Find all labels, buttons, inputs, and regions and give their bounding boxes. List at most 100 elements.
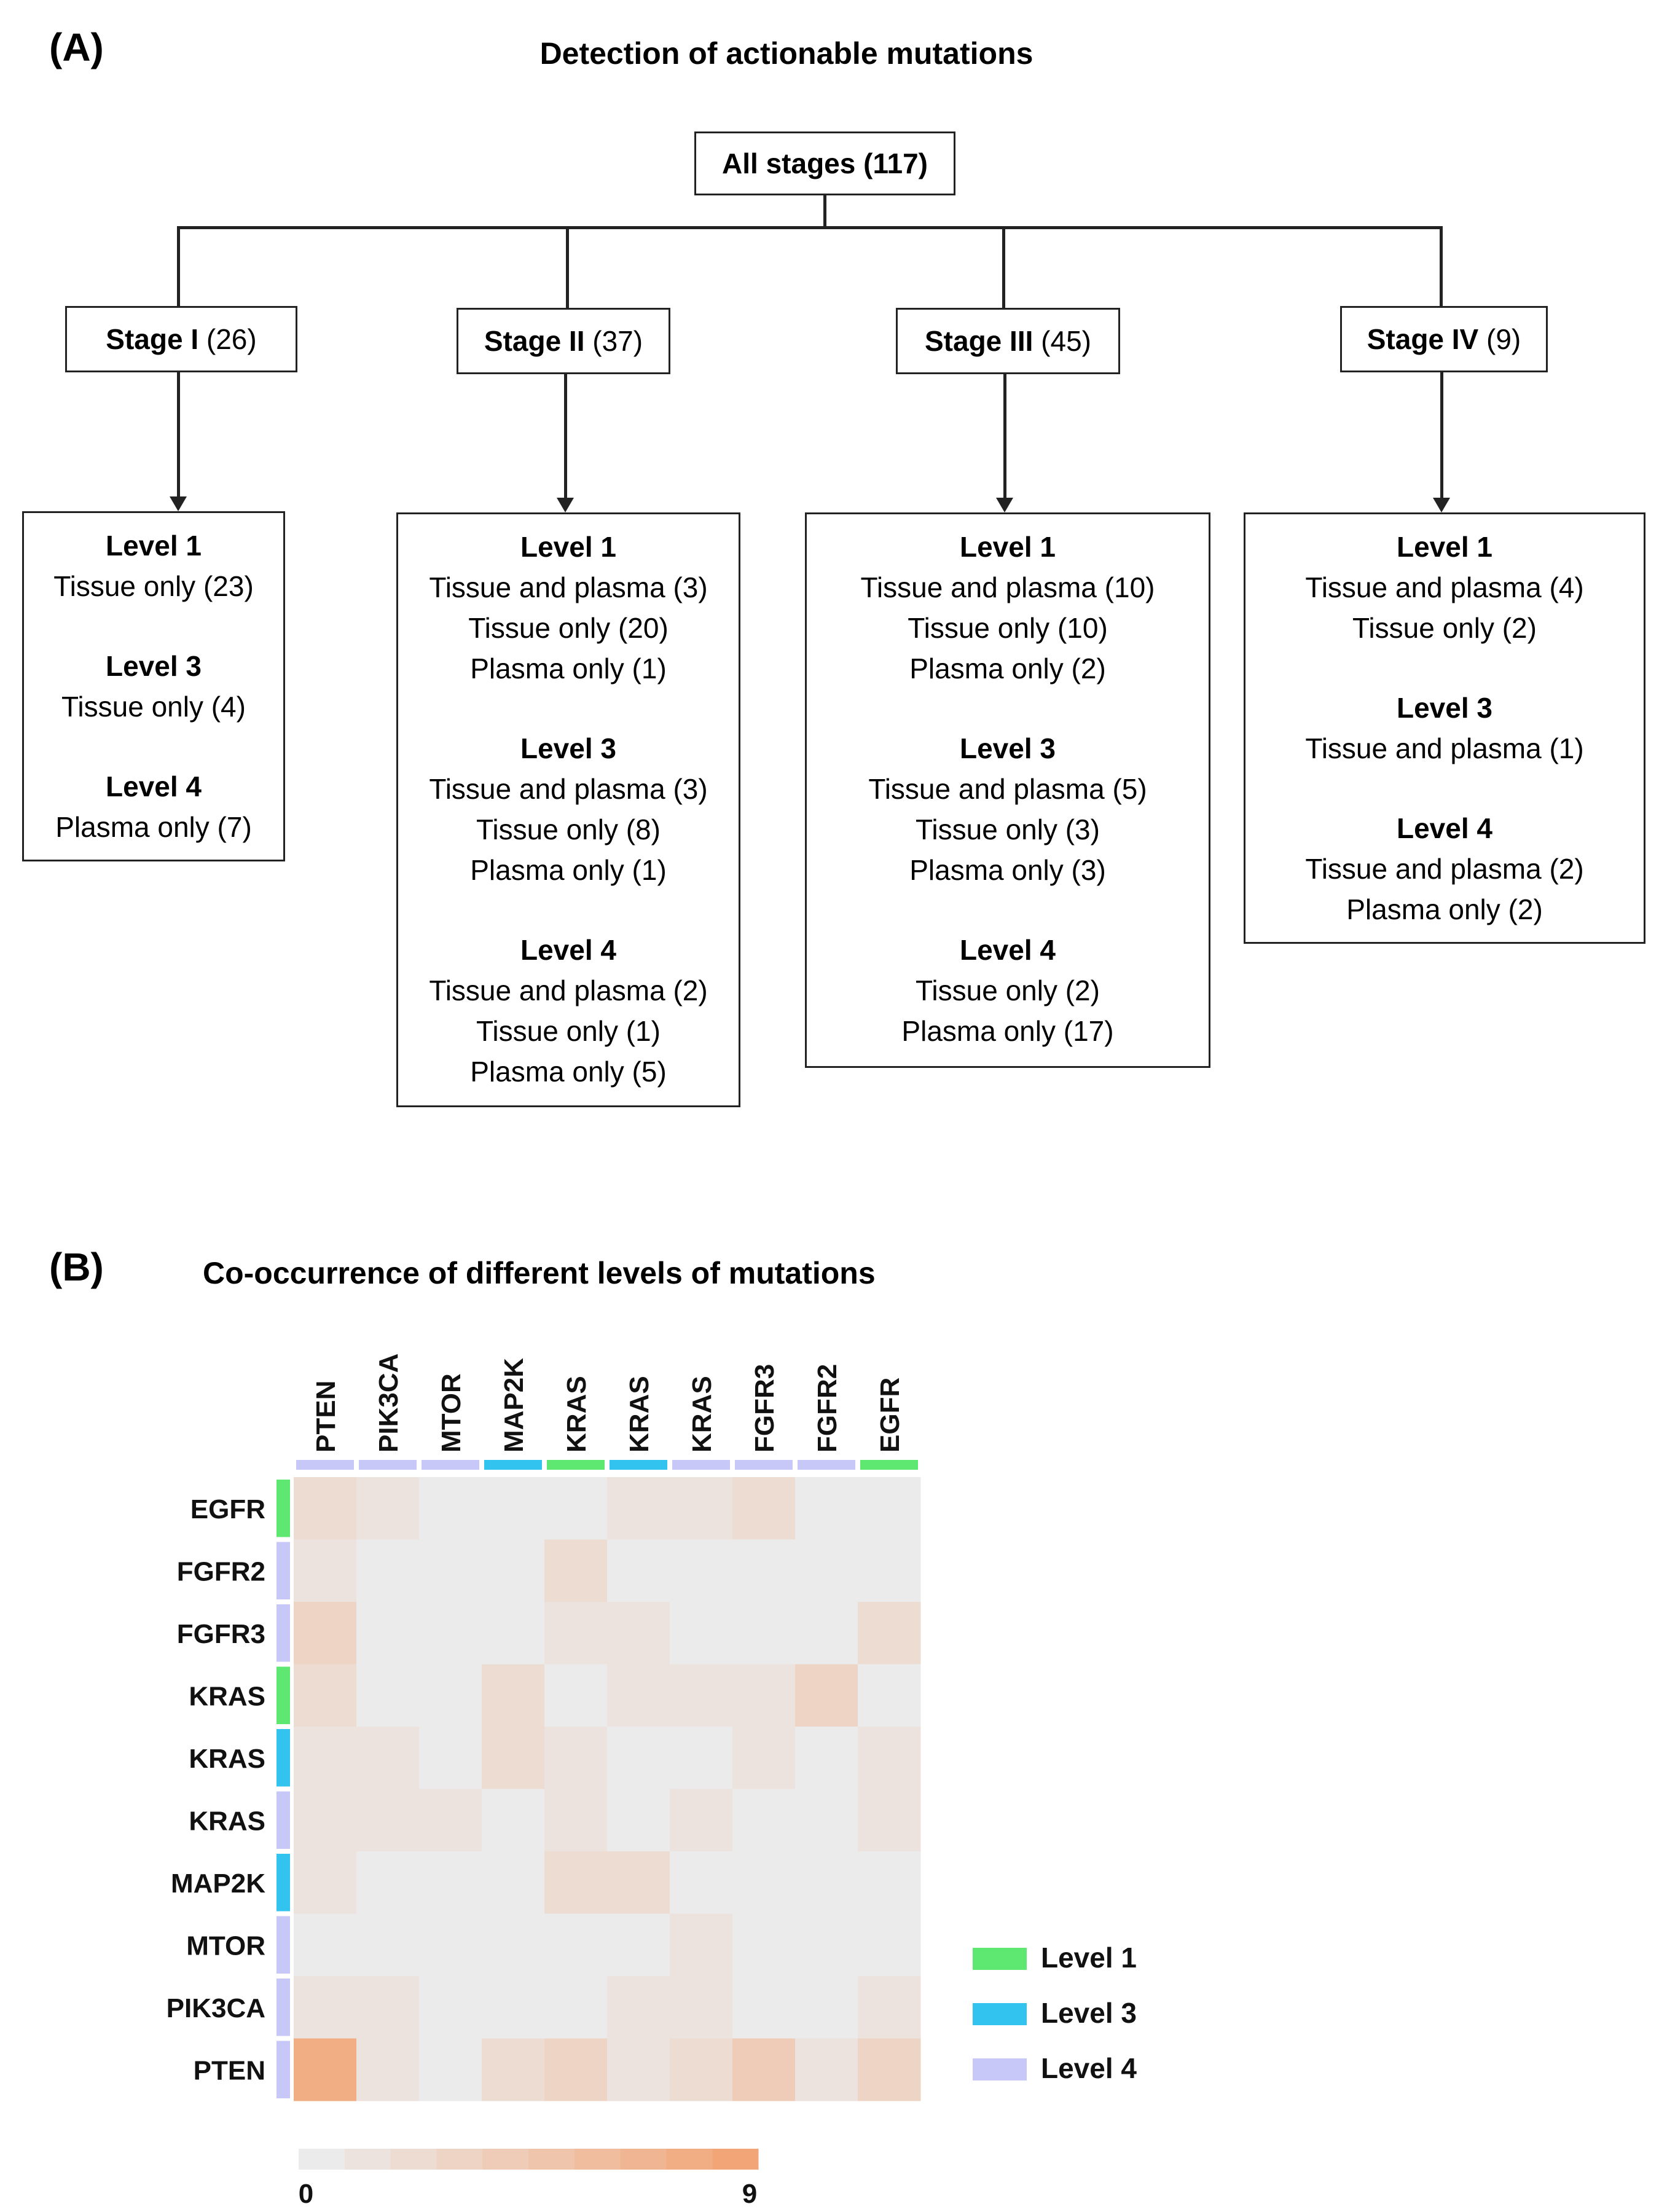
- heatmap-cell: [670, 1976, 733, 2039]
- panel-b-label: (B): [49, 1245, 104, 1289]
- arrow-head-icon: [557, 498, 574, 512]
- level-item: Tissue only (2): [1352, 612, 1537, 644]
- heatmap-cell: [544, 1539, 608, 1602]
- stage-name: Stage II: [484, 325, 585, 357]
- level-group: Level 1 Tissue and plasma (10) Tissue on…: [861, 527, 1155, 689]
- column-level-bar: [672, 1460, 730, 1470]
- level-group: Level 3 Tissue only (4): [61, 646, 246, 727]
- level-item: Tissue and plasma (1): [1305, 732, 1584, 764]
- column-label: KRAS: [624, 1376, 654, 1453]
- heatmap-cell: [670, 1727, 733, 1789]
- heatmap-cell: [419, 2038, 482, 2101]
- row-label: FGFR3: [177, 1619, 265, 1649]
- level-group: Level 4 Tissue only (2) Plasma only (17): [901, 930, 1113, 1051]
- heatmap-cell: [356, 1539, 420, 1602]
- colorbar-segment: [344, 2149, 391, 2170]
- colorbar-segment: [436, 2149, 483, 2170]
- column-label: KRAS: [562, 1376, 592, 1453]
- colorbar-min-label: 0: [299, 2179, 313, 2209]
- heatmap-cell: [356, 1602, 420, 1665]
- row-label: MTOR: [186, 1931, 265, 1961]
- row-level-bar: [276, 1604, 290, 1662]
- heatmap-cell: [732, 1789, 796, 1852]
- level-item: Plasma only (5): [470, 1056, 667, 1088]
- heatmap-cell: [544, 1789, 608, 1852]
- stage-box-4: Stage IV (9): [1340, 306, 1548, 372]
- row-label: EGFR: [190, 1494, 265, 1524]
- colorbar-segment: [482, 2149, 529, 2170]
- heatmap-cell: [544, 1976, 608, 2039]
- level-item: Plasma only (7): [55, 811, 252, 843]
- heatmap-cell: [732, 1539, 796, 1602]
- heatmap-cell: [795, 1727, 858, 1789]
- heatmap-cell: [795, 1477, 858, 1540]
- stage-count: (37): [592, 325, 643, 357]
- level-title: Level 4: [1397, 812, 1492, 844]
- column-label: EGFR: [875, 1378, 905, 1453]
- stage-count: (26): [206, 323, 257, 355]
- heatmap-cell: [356, 1477, 420, 1540]
- level-title: Level 3: [105, 650, 202, 682]
- heatmap-cell: [294, 2038, 357, 2101]
- legend-label: Level 3: [1041, 1997, 1137, 2029]
- heatmap-cell: [607, 1477, 670, 1540]
- level-title: Level 4: [106, 771, 202, 802]
- column-level-bar: [860, 1460, 918, 1470]
- heatmap-cell: [858, 2038, 921, 2101]
- heatmap-cell: [795, 1976, 858, 2039]
- heatmap-cell: [294, 1976, 357, 2039]
- row-label: MAP2K: [171, 1869, 265, 1899]
- stage-box-1: Stage I (26): [65, 306, 297, 372]
- row-level-bar: [276, 1542, 290, 1599]
- root-box: All stages (117): [694, 131, 955, 195]
- level-group: Level 4 Plasma only (7): [55, 766, 252, 847]
- level-item: Tissue and plasma (3): [429, 571, 708, 603]
- panel-a-title: Detection of actionable mutations: [539, 36, 1033, 71]
- heatmap-cell: [482, 1789, 545, 1852]
- level-group: Level 1 Tissue only (23): [53, 525, 254, 606]
- heatmap-cell: [670, 1664, 733, 1727]
- level-item: Tissue only (10): [908, 612, 1108, 644]
- colorbar-segment: [666, 2149, 713, 2170]
- heatmap-cell: [294, 1727, 357, 1789]
- level-item: Plasma only (2): [909, 653, 1106, 684]
- colorbar-segment: [390, 2149, 437, 2170]
- heatmap-cell: [670, 1913, 733, 1977]
- arrow-head-icon: [996, 498, 1013, 512]
- level-title: Level 1: [106, 530, 202, 562]
- heatmap-cell: [544, 1727, 608, 1789]
- colorbar-segment: [528, 2149, 575, 2170]
- heatmap-cell: [544, 2038, 608, 2101]
- stage-1-drop: [177, 227, 180, 307]
- stage-1-arrow-line: [177, 372, 180, 498]
- stage-name: Stage III: [925, 325, 1033, 357]
- stage-bus-line: [177, 226, 1443, 229]
- stage-4-arrow-line: [1440, 372, 1443, 499]
- heatmap-cell: [544, 1602, 608, 1665]
- colorbar-max-label: 9: [742, 2179, 757, 2209]
- heatmap-cell: [732, 2038, 796, 2101]
- heatmap-cell: [670, 1539, 733, 1602]
- heatmap-cell: [858, 1477, 921, 1540]
- row-level-bar: [276, 1854, 290, 1912]
- stage-2-drop: [566, 227, 569, 309]
- heatmap-cell: [607, 1602, 670, 1665]
- heatmap-cell: [607, 2038, 670, 2101]
- heatmap-cell: [732, 1602, 796, 1665]
- heatmap-cell: [732, 1851, 796, 1914]
- heatmap-cell: [294, 1602, 357, 1665]
- heatmap-cell: [544, 1664, 608, 1727]
- column-label: KRAS: [687, 1376, 717, 1453]
- heatmap-cell: [294, 1789, 357, 1852]
- stage-3-arrow-line: [1003, 374, 1006, 499]
- column-level-bar: [359, 1460, 417, 1470]
- heatmap-cell: [858, 1851, 921, 1914]
- colorbar-segment: [620, 2149, 667, 2170]
- level-group: Level 3 Tissue and plasma (1): [1305, 688, 1583, 769]
- heatmap-cell: [732, 1477, 796, 1540]
- level-item: Tissue only (3): [916, 814, 1100, 845]
- level-group: Level 3 Tissue and plasma (3) Tissue onl…: [429, 728, 707, 890]
- heatmap-cell: [482, 2038, 545, 2101]
- row-level-bar: [276, 1729, 290, 1787]
- level-title: Level 3: [1397, 692, 1492, 724]
